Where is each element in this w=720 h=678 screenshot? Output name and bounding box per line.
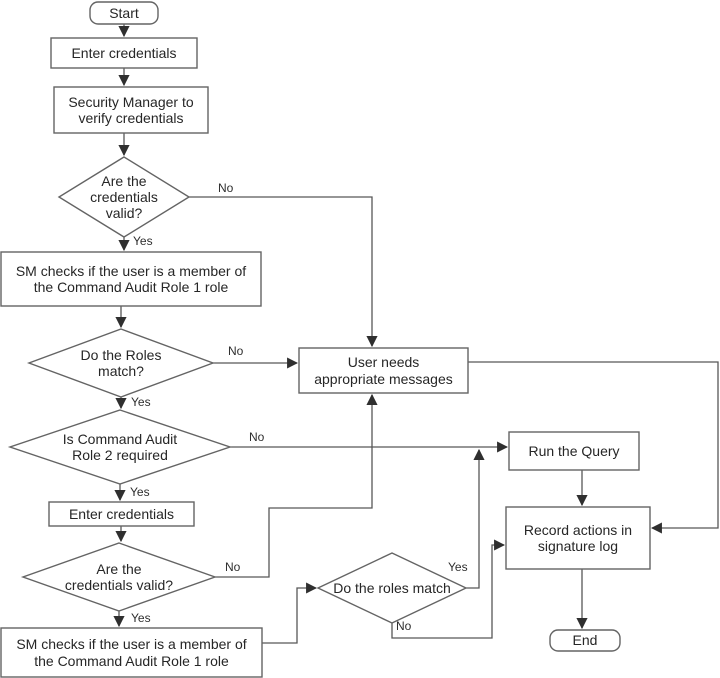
enter-credentials-2-node-shape [48, 501, 195, 527]
role-2-required-yes-label: Yes [130, 485, 150, 499]
credentials-valid-1-no-label: No [218, 181, 234, 195]
user-needs-messages-node-shape [298, 347, 469, 394]
run-query-node-shape [508, 431, 640, 471]
roles-match-1-yes-label: Yes [131, 395, 151, 409]
role-2-required-decision-shape [7, 409, 233, 485]
sm-checks-1-node-shape [0, 251, 262, 307]
end-node-shape [549, 629, 621, 652]
edge-roles-match-2-yes [466, 448, 485, 589]
roles-match-2-decision-shape [316, 552, 468, 624]
edge-roles-match-2-no [391, 539, 506, 639]
security-manager-node-shape [53, 86, 209, 134]
credentials-valid-1-decision-shape [57, 156, 191, 238]
roles-match-2-yes-label: Yes [448, 560, 468, 574]
sm-checks-2-node-shape [0, 627, 263, 678]
credentials-valid-2-decision-shape [20, 542, 218, 612]
edge-user-needs-to-record-actions [468, 361, 719, 534]
edge-sm-checks-2-to-roles-match-2 [262, 582, 318, 644]
roles-match-2-no-label: No [396, 619, 412, 633]
credentials-valid-1-yes-label: Yes [133, 234, 153, 248]
roles-match-1-no-label: No [228, 344, 244, 358]
record-actions-node-shape [505, 506, 651, 570]
credentials-valid-2-yes-label: Yes [131, 611, 151, 625]
start-node-shape [89, 1, 159, 25]
enter-credentials-1-node-shape [50, 37, 198, 69]
edge-credentials-valid-2-no [215, 393, 378, 578]
role-2-required-no-label: No [249, 430, 265, 444]
credentials-valid-2-no-label: No [225, 560, 241, 574]
roles-match-1-decision-shape [26, 328, 216, 398]
edge-credentials-valid-1-no [189, 196, 378, 348]
